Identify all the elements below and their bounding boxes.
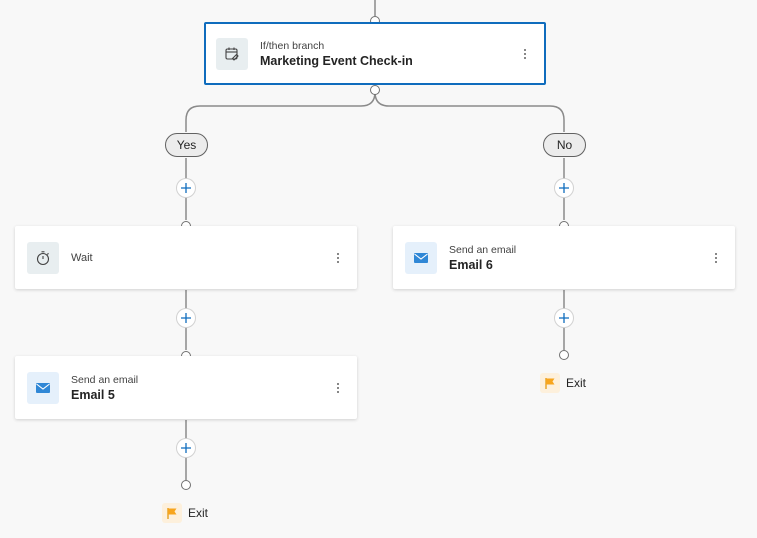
- flag-icon: [540, 373, 560, 393]
- plus-icon: [181, 183, 191, 193]
- more-vertical-icon[interactable]: [520, 45, 530, 63]
- exit-node-no: Exit: [540, 373, 586, 393]
- add-step-button[interactable]: [555, 309, 573, 327]
- connector-node: [559, 350, 569, 360]
- timer-icon: [27, 242, 59, 274]
- email-subtitle: Send an email: [449, 243, 517, 256]
- more-vertical-icon[interactable]: [711, 249, 721, 267]
- no-branch-label: No: [543, 133, 586, 157]
- email-title: Email 5: [71, 387, 115, 402]
- yes-branch-label: Yes: [165, 133, 208, 157]
- wait-card[interactable]: Wait: [15, 226, 357, 289]
- exit-node-yes: Exit: [162, 503, 208, 523]
- calendar-check-icon: [216, 38, 248, 70]
- exit-label: Exit: [188, 506, 209, 520]
- branch-subtitle: If/then branch: [260, 39, 325, 52]
- mail-icon: [27, 372, 59, 404]
- connector-node: [370, 85, 380, 95]
- wait-label: Wait: [71, 251, 93, 264]
- add-step-button[interactable]: [177, 439, 195, 457]
- send-email-card-yes[interactable]: Send an email Email 5: [15, 356, 357, 419]
- email-title: Email 6: [449, 257, 493, 272]
- plus-icon: [559, 183, 569, 193]
- add-step-button[interactable]: [177, 179, 195, 197]
- mail-icon: [405, 242, 437, 274]
- more-vertical-icon[interactable]: [333, 249, 343, 267]
- add-step-button[interactable]: [555, 179, 573, 197]
- branch-title: Marketing Event Check-in: [260, 53, 413, 68]
- add-step-button[interactable]: [177, 309, 195, 327]
- plus-icon: [181, 313, 191, 323]
- plus-icon: [559, 313, 569, 323]
- connector-node: [181, 480, 191, 490]
- plus-icon: [181, 443, 191, 453]
- ifthen-branch-card[interactable]: If/then branch Marketing Event Check-in: [204, 22, 546, 85]
- flag-icon: [162, 503, 182, 523]
- exit-label: Exit: [566, 376, 587, 390]
- send-email-card-no[interactable]: Send an email Email 6: [393, 226, 735, 289]
- more-vertical-icon[interactable]: [333, 379, 343, 397]
- email-subtitle: Send an email: [71, 373, 139, 386]
